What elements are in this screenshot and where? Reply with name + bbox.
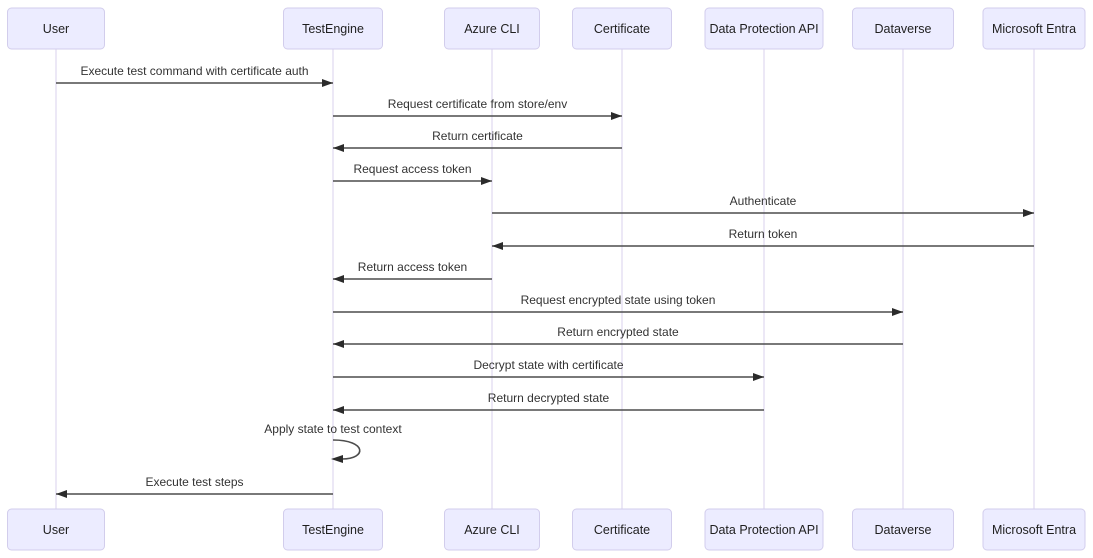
participant-box bbox=[982, 7, 1086, 50]
participant-label: Dataverse bbox=[875, 22, 932, 36]
message-label: Request encrypted state using token bbox=[521, 293, 716, 307]
participant-box bbox=[444, 508, 540, 551]
participant-label: TestEngine bbox=[302, 22, 364, 36]
message-arrowhead bbox=[1023, 209, 1034, 217]
participant-label: Certificate bbox=[594, 22, 650, 36]
message-label: Return certificate bbox=[432, 129, 523, 143]
message-arrowhead bbox=[56, 490, 67, 498]
participant-data-protection-api-top: Data Protection API bbox=[704, 7, 824, 50]
message-arrowhead bbox=[322, 79, 333, 87]
message-authenticate: Authenticate bbox=[492, 194, 1034, 217]
participant-certificate-bottom: Certificate bbox=[572, 508, 672, 551]
participant-label: Azure CLI bbox=[464, 523, 520, 537]
message-request-access-token: Request access token bbox=[333, 162, 492, 185]
participant-box bbox=[852, 508, 954, 551]
participant-box bbox=[7, 508, 105, 551]
message-label: Return encrypted state bbox=[557, 325, 679, 339]
participant-box bbox=[572, 508, 672, 551]
participant-label: User bbox=[43, 22, 69, 36]
participant-label: TestEngine bbox=[302, 523, 364, 537]
message-label: Return access token bbox=[358, 260, 467, 274]
message-arrowhead bbox=[333, 340, 344, 348]
participant-azure-cli-bottom: Azure CLI bbox=[444, 508, 540, 551]
participant-user-top: User bbox=[7, 7, 105, 50]
participant-microsoft-entra-bottom: Microsoft Entra bbox=[982, 508, 1086, 551]
message-arrowhead bbox=[892, 308, 903, 316]
message-apply-state-self-loop: Apply state to test context bbox=[264, 422, 402, 463]
message-label: Request certificate from store/env bbox=[388, 97, 567, 111]
message-return-access-token: Return access token bbox=[333, 260, 492, 283]
message-arrowhead bbox=[753, 373, 764, 381]
participant-label: Data Protection API bbox=[709, 523, 818, 537]
message-return-decrypted-state: Return decrypted state bbox=[333, 391, 764, 414]
participant-microsoft-entra-top: Microsoft Entra bbox=[982, 7, 1086, 50]
participant-label: User bbox=[43, 523, 69, 537]
participant-label: Data Protection API bbox=[709, 22, 818, 36]
message-label: Return token bbox=[729, 227, 798, 241]
participant-label: Microsoft Entra bbox=[992, 22, 1076, 36]
message-label: Execute test steps bbox=[145, 475, 243, 489]
participant-box bbox=[572, 7, 672, 50]
message-execute-test-command: Execute test command with certificate au… bbox=[56, 64, 333, 87]
participant-dataverse-top: Dataverse bbox=[852, 7, 954, 50]
message-label: Authenticate bbox=[730, 194, 797, 208]
message-arrowhead bbox=[333, 144, 344, 152]
message-arrowhead bbox=[331, 455, 343, 463]
participant-box bbox=[444, 7, 540, 50]
message-arrowhead bbox=[333, 275, 344, 283]
participant-certificate-top: Certificate bbox=[572, 7, 672, 50]
message-self-loop-line bbox=[332, 439, 361, 460]
participant-azure-cli-top: Azure CLI bbox=[444, 7, 540, 50]
participant-label: Azure CLI bbox=[464, 22, 520, 36]
participant-box bbox=[982, 508, 1086, 551]
message-request-certificate: Request certificate from store/env bbox=[333, 97, 622, 120]
message-label: Return decrypted state bbox=[488, 391, 610, 405]
message-label: Execute test command with certificate au… bbox=[80, 64, 308, 78]
message-decrypt-state: Decrypt state with certificate bbox=[333, 358, 764, 381]
participant-box bbox=[283, 508, 383, 551]
participant-label: Microsoft Entra bbox=[992, 523, 1076, 537]
message-arrowhead bbox=[611, 112, 622, 120]
participant-box bbox=[283, 7, 383, 50]
message-return-encrypted-state: Return encrypted state bbox=[333, 325, 903, 348]
message-label: Decrypt state with certificate bbox=[473, 358, 623, 372]
message-arrowhead bbox=[492, 242, 503, 250]
participant-box bbox=[7, 7, 105, 50]
participant-box bbox=[704, 508, 824, 551]
message-label: Request access token bbox=[353, 162, 471, 176]
message-arrowhead bbox=[333, 406, 344, 414]
participant-label: Certificate bbox=[594, 523, 650, 537]
message-label: Apply state to test context bbox=[264, 422, 402, 436]
participant-data-protection-api-bottom: Data Protection API bbox=[704, 508, 824, 551]
participant-label: Dataverse bbox=[875, 523, 932, 537]
participant-dataverse-bottom: Dataverse bbox=[852, 508, 954, 551]
participant-testengine-bottom: TestEngine bbox=[283, 508, 383, 551]
message-execute-test-steps: Execute test steps bbox=[56, 475, 333, 498]
participant-box bbox=[704, 7, 824, 50]
message-return-token: Return token bbox=[492, 227, 1034, 250]
message-arrowhead bbox=[481, 177, 492, 185]
participant-testengine-top: TestEngine bbox=[283, 7, 383, 50]
message-request-encrypted-state: Request encrypted state using token bbox=[333, 293, 903, 316]
participant-user-bottom: User bbox=[7, 508, 105, 551]
participant-box bbox=[852, 7, 954, 50]
message-return-certificate: Return certificate bbox=[333, 129, 622, 152]
